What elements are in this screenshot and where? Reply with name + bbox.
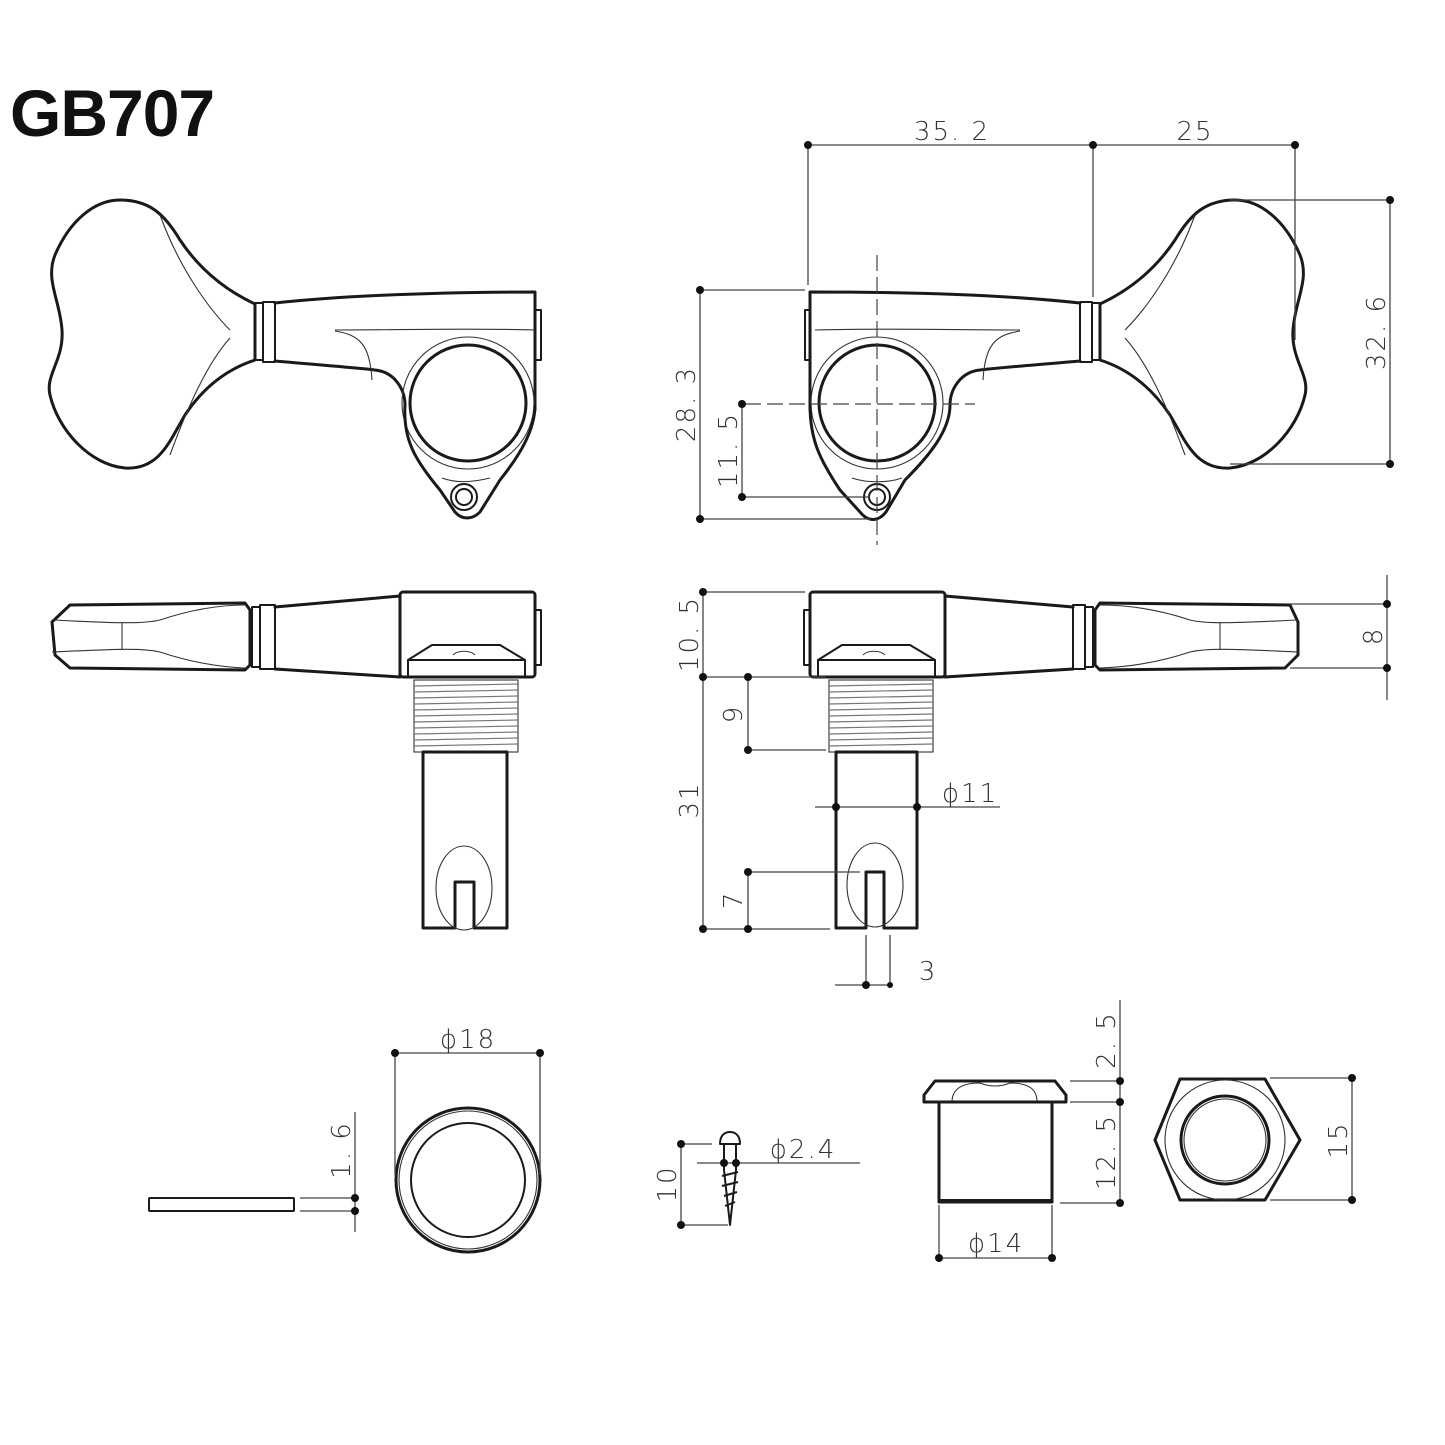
dim-post-to-screw: 11. 5 [714, 412, 744, 488]
dim-bushing-length: 12. 5 [1092, 1114, 1122, 1190]
side-dimensions: 10. 5 9 31 7 ϕ11 3 8 [675, 575, 1391, 989]
model-title: GB707 [10, 76, 215, 150]
dim-bushing-flange: 2. 5 [1092, 1011, 1122, 1069]
bushing-drawing: 2. 5 12. 5 ϕ14 [922, 1000, 1124, 1262]
dim-post-diameter: ϕ11 [942, 779, 998, 809]
dim-button-length: 25 [1176, 117, 1213, 147]
dim-button-height: 32. 6 [1362, 294, 1392, 370]
dim-slot-depth: 7 [719, 891, 749, 910]
front-view-left [47, 198, 542, 520]
washer-drawing: 1. 6 ϕ18 [148, 1025, 544, 1254]
screw-drawing: 10 ϕ2.4 [653, 1131, 860, 1229]
nut-drawing: 15 [1153, 1074, 1356, 1204]
front-view-right [745, 198, 1308, 545]
dim-screw-diameter: ϕ2.4 [770, 1135, 837, 1165]
dim-bushing-diameter: ϕ14 [968, 1229, 1024, 1259]
front-dimensions: 35. 2 25 32. 6 28. 3 11. 5 [672, 117, 1394, 523]
dim-washer-diameter: ϕ18 [440, 1025, 496, 1055]
thread-lines-left [413, 683, 519, 747]
dim-button-thickness: 8 [1359, 627, 1389, 646]
dim-thread-length: 9 [719, 705, 749, 724]
dim-screw-length: 10 [653, 1165, 683, 1202]
side-view-left [50, 590, 542, 931]
dim-slot-width: 3 [919, 957, 938, 987]
dim-washer-thickness: 1. 6 [327, 1121, 357, 1179]
dim-housing-depth: 10. 5 [675, 596, 705, 672]
side-view-right [803, 590, 1300, 930]
thread-lines-right [828, 683, 934, 747]
dim-post-length: 31 [675, 781, 705, 818]
tuner-key-left [47, 198, 257, 470]
dim-base-to-shaft: 35. 2 [914, 117, 990, 147]
dim-nut-width: 15 [1324, 1121, 1354, 1158]
dim-housing-height: 28. 3 [672, 366, 702, 442]
